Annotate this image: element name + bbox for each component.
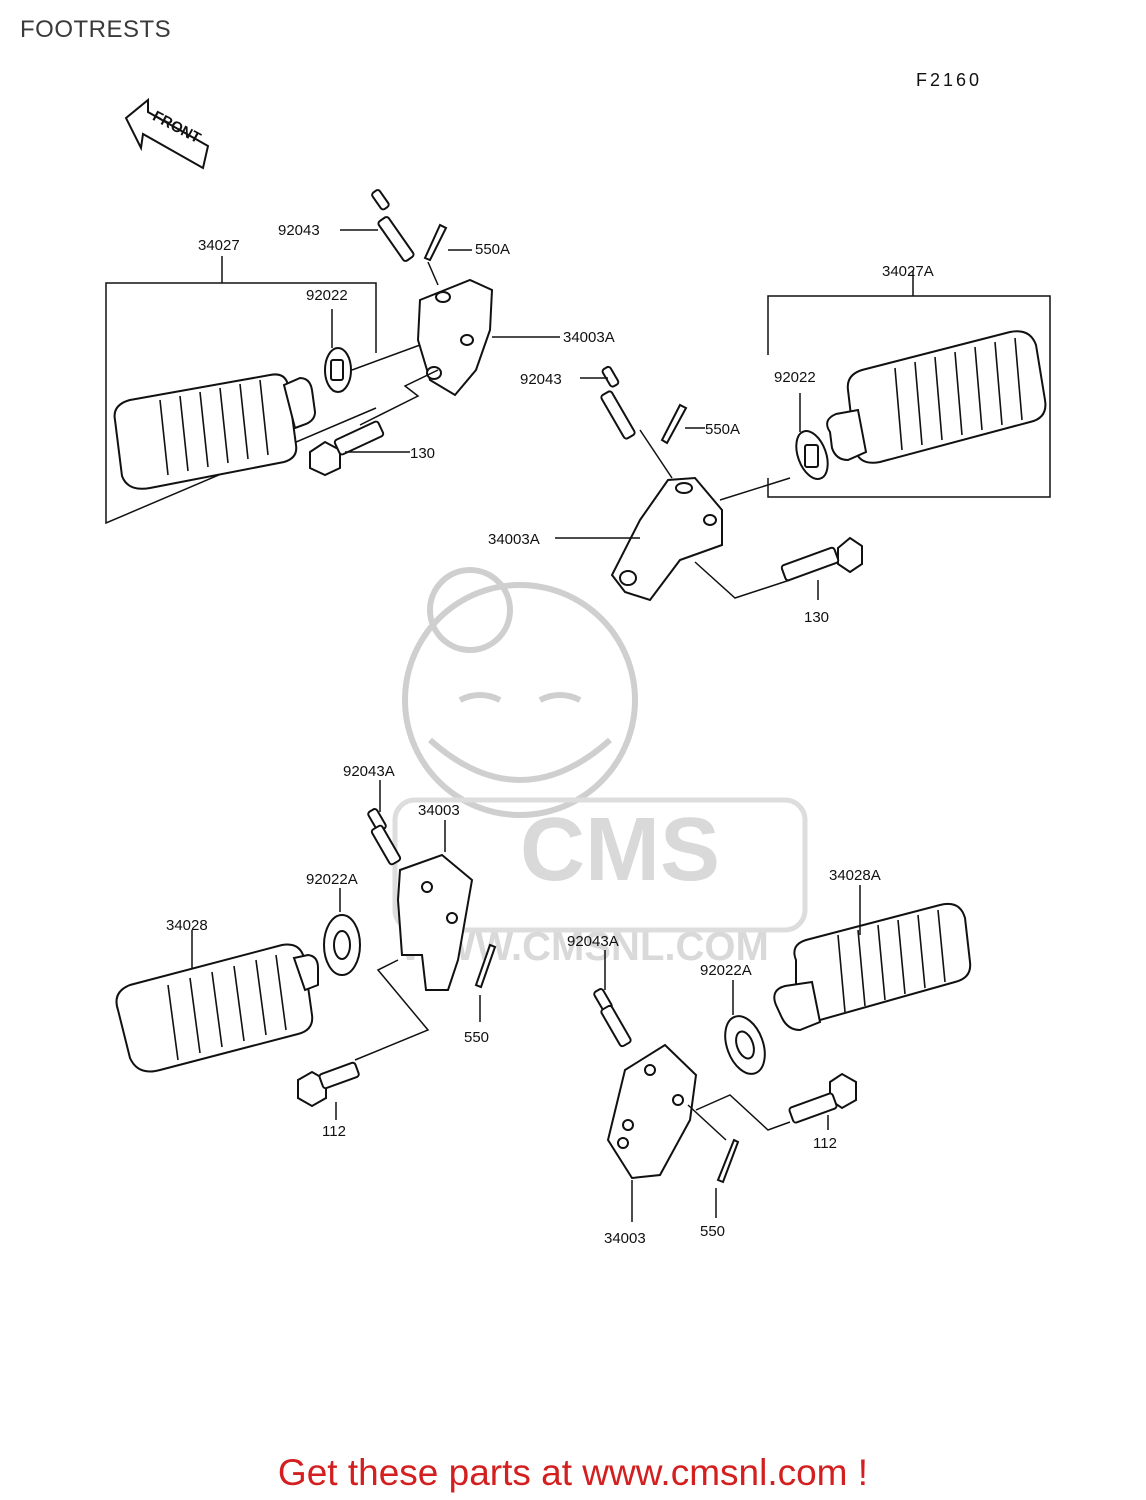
- bolt-130-left: [309, 369, 439, 477]
- callout-112-bottom-right: 112: [813, 1135, 837, 1152]
- bracket-34003-right: [606, 1043, 698, 1222]
- callout-92043-top-right: 92043: [520, 371, 562, 388]
- pin-92043A-left: [367, 780, 402, 866]
- top-left-assembly: 34027 92043 550A 92022 34003A 130: [105, 189, 615, 525]
- callout-34003-bottom-left: 34003: [418, 802, 460, 819]
- bracket-34003A-right: [555, 476, 723, 602]
- callout-34028A: 34028A: [829, 867, 881, 884]
- callout-92043A-bottom-left: 92043A: [343, 763, 395, 780]
- callout-34028: 34028: [166, 917, 208, 934]
- bolt-112-left: [297, 1061, 360, 1120]
- bolt-130-right: [694, 536, 863, 600]
- bottom-left-assembly: 92043A 34003 92022A 34028 550 112: [115, 763, 497, 1140]
- callout-92022A-bottom-right: 92022A: [700, 962, 752, 979]
- top-right-assembly: 34027A 92043 550A 92022 34003A 130: [488, 263, 1051, 626]
- footrest-34027A: [826, 330, 1047, 464]
- callout-92022A-bottom-left: 92022A: [306, 871, 358, 888]
- washer-92022-left: [324, 309, 421, 393]
- washer-92022-right: [719, 393, 829, 501]
- watermark: CMS WWW.CMSNL.COM: [392, 567, 808, 969]
- callout-550A-top-left: 550A: [475, 241, 510, 258]
- callout-130-top-left: 130: [410, 445, 435, 462]
- footrest-34028: [115, 930, 319, 1073]
- callout-112-bottom-left: 112: [322, 1123, 346, 1140]
- cotter-pin-550-right: [687, 1104, 740, 1218]
- callout-34003A-top-left: 34003A: [563, 329, 615, 346]
- cotter-pin-550A-left: [423, 223, 472, 286]
- callout-92043-top-left: 92043: [278, 222, 320, 239]
- pin-92043-left: [340, 189, 415, 262]
- callout-550A-top-right: 550A: [705, 421, 740, 438]
- callout-550-bottom-right: 550: [700, 1223, 725, 1240]
- callout-550-bottom-left: 550: [464, 1029, 489, 1046]
- watermark-brand: CMS: [520, 800, 720, 900]
- callout-92022-top-right: 92022: [774, 369, 816, 386]
- bolt-112-right: [695, 1072, 857, 1131]
- footrest-34027: [113, 373, 317, 490]
- parts-diagram: CMS WWW.CMSNL.COM FRONT: [105, 97, 1051, 1247]
- bracket-34003A-left: [416, 278, 560, 397]
- page-title: FOOTRESTS: [20, 16, 172, 43]
- bottom-right-assembly: 34028A 92043A 92022A 112 34003 550: [567, 867, 972, 1247]
- callout-34027: 34027: [198, 237, 240, 254]
- pin-92043-right: [580, 365, 673, 479]
- figure-code: F2160: [916, 70, 983, 90]
- washer-92022A-right: [724, 980, 766, 1075]
- promo-link[interactable]: Get these parts at www.cmsnl.com !: [277, 1452, 869, 1493]
- callout-34003-bottom-right: 34003: [604, 1230, 646, 1247]
- cotter-pin-550-left: [474, 943, 497, 1022]
- front-direction-arrow: FRONT: [124, 97, 210, 170]
- washer-92022A-left: [323, 888, 361, 976]
- bracket-34003-left: [354, 820, 474, 1061]
- callout-92022-top-left: 92022: [306, 287, 348, 304]
- callout-92043A-bottom-right: 92043A: [567, 933, 619, 950]
- pin-92043A-right: [593, 950, 632, 1048]
- callout-34027A: 34027A: [882, 263, 934, 280]
- callout-34003A-top-right: 34003A: [488, 531, 540, 548]
- footrest-34028A: [773, 885, 972, 1032]
- callout-130-top-right: 130: [804, 609, 829, 626]
- cotter-pin-550A-right: [660, 403, 705, 445]
